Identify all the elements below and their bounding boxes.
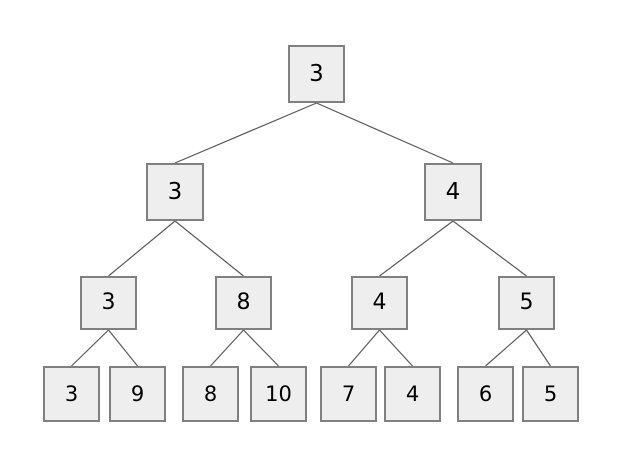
tree-node[interactable]: 10 [250,366,307,422]
tree-node-label: 4 [372,290,387,315]
tree-node[interactable]: 4 [384,366,441,422]
tree-edge [174,220,244,277]
tree-node[interactable]: 5 [498,276,555,330]
tree-edge [210,329,244,367]
tree-node[interactable]: 3 [146,163,204,221]
tree-node[interactable]: 6 [457,366,514,422]
tree-node-label: 7 [341,381,356,406]
tree-node[interactable]: 4 [424,163,482,221]
tree-node[interactable]: 8 [182,366,239,422]
tree-node[interactable]: 7 [320,366,377,422]
tree-node-label: 6 [478,381,493,406]
tree-edge [174,102,317,164]
tree-edge [316,102,454,164]
tree-node[interactable]: 8 [215,276,272,330]
tree-edge [348,329,380,367]
tree-node-label: 8 [203,381,218,406]
tree-node[interactable]: 3 [80,276,137,330]
tree-node[interactable]: 3 [43,366,100,422]
tree-node-label: 4 [405,381,420,406]
tree-node[interactable]: 9 [109,366,166,422]
tree-node-label: 8 [236,290,251,315]
tree-edge [379,220,454,277]
tree-node-label: 3 [309,60,324,87]
tree-node[interactable]: 4 [351,276,408,330]
tree-node[interactable]: 5 [522,366,579,422]
tree-node-label: 3 [167,178,183,205]
tree-edge [452,220,527,277]
tree-node-label: 9 [130,381,145,406]
tree-edge [108,329,138,367]
tree-edge [243,329,279,367]
tree-node-label: 5 [543,381,558,406]
tree-edge [71,329,109,367]
tree-node-label: 5 [519,290,534,315]
tree-node-label: 3 [101,290,116,315]
tree-edge [485,329,527,367]
tree-edge [526,329,551,367]
tree-node[interactable]: 3 [288,45,345,103]
tree-edge [108,220,176,277]
tree-edge [379,329,413,367]
tree-node-label: 4 [445,178,461,205]
tree-node-label: 10 [265,381,292,406]
tree-node-label: 3 [64,381,79,406]
